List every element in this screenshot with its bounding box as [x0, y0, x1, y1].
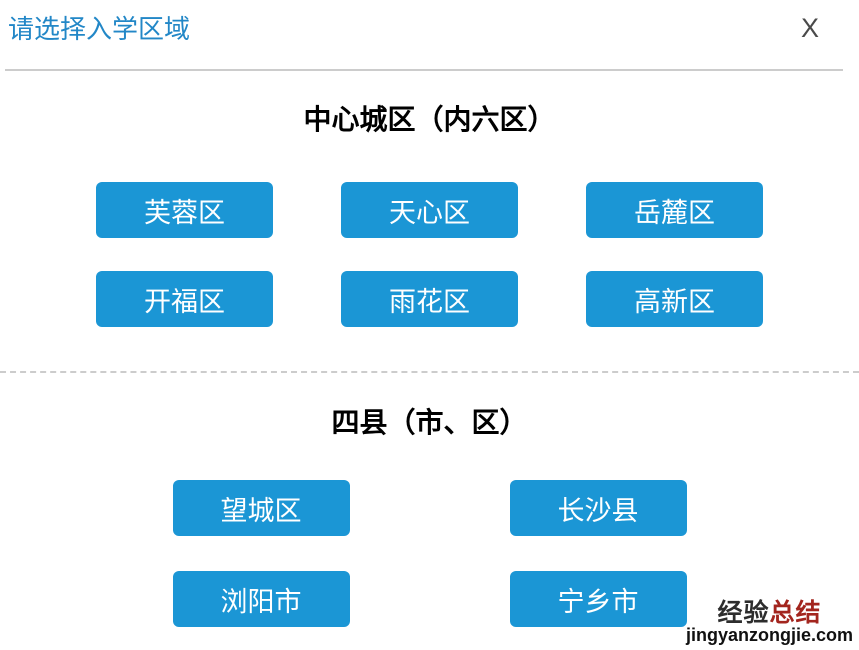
dialog-title: 请选择入学区域 [8, 14, 191, 44]
district-button-kaifu[interactable]: 开福区 [96, 271, 273, 327]
watermark-site-url: jingyanzongjie.com [685, 625, 853, 646]
section-central-districts: 中心城区（内六区） 芙蓉区 天心区 岳麓区 开福区 雨花区 高新区 [0, 104, 859, 327]
district-row-1: 芙蓉区 天心区 岳麓区 [0, 182, 859, 238]
district-button-ningxiang[interactable]: 宁乡市 [509, 571, 687, 627]
district-button-wangcheng[interactable]: 望城区 [172, 480, 350, 536]
section-four-counties: 四县（市、区） 望城区 长沙县 浏阳市 宁乡市 [0, 407, 859, 627]
district-button-tianxin[interactable]: 天心区 [341, 182, 518, 238]
close-button[interactable]: X [800, 13, 819, 43]
watermark-brand-red: 总结 [769, 598, 822, 627]
district-row-4: 浏阳市 宁乡市 [0, 571, 859, 627]
section-heading-central: 中心城区（内六区） [303, 104, 556, 135]
district-row-3: 望城区 长沙县 [0, 480, 859, 536]
district-button-yuhua[interactable]: 雨花区 [341, 271, 518, 327]
watermark-brand-black: 经验 [717, 598, 770, 627]
watermark-brand: 经验总结 [686, 600, 853, 626]
district-button-yuelu[interactable]: 岳麓区 [586, 182, 763, 238]
header-divider [5, 69, 843, 71]
watermark: 经验总结 jingyanzongjie.com [686, 600, 853, 645]
section-heading-counties: 四县（市、区） [331, 407, 528, 438]
district-button-furong[interactable]: 芙蓉区 [96, 182, 273, 238]
district-button-liuyang[interactable]: 浏阳市 [172, 571, 350, 627]
district-button-gaoxin[interactable]: 高新区 [586, 271, 763, 327]
dialog-header: 请选择入学区域 X [0, 0, 859, 44]
district-row-2: 开福区 雨花区 高新区 [0, 271, 859, 327]
section-divider [0, 371, 859, 373]
district-button-changshaxian[interactable]: 长沙县 [509, 480, 687, 536]
